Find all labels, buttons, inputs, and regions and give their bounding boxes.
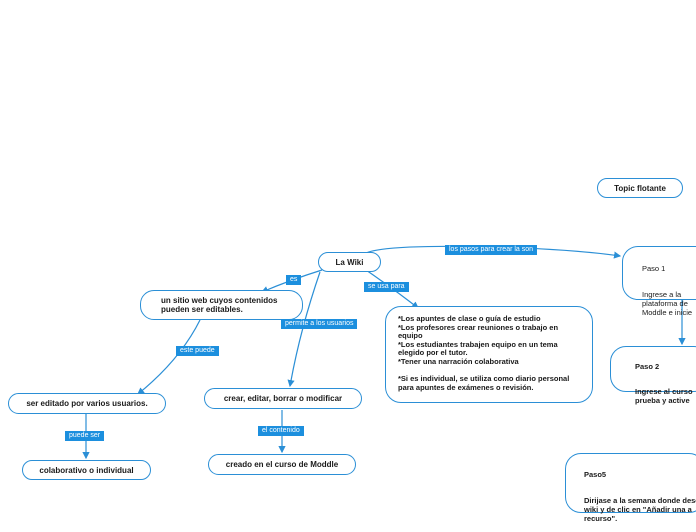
topic-usos[interactable]: *Los apuntes de clase o guía de estudio … xyxy=(385,306,593,403)
edge-label-es: es xyxy=(286,275,302,285)
topic-paso-5-body: Dirijase a la semana donde desea wiki y … xyxy=(584,496,696,523)
topic-paso-5[interactable]: Paso5 Dirijase a la semana donde desea w… xyxy=(565,453,696,523)
edge-label-este-puede: este puede xyxy=(176,346,219,356)
topic-sitio-web[interactable]: un sitio web cuyos contenidos pueden ser… xyxy=(140,290,303,320)
topic-paso-1[interactable]: Paso 1 Ingrese a la plataforma de Moddle… xyxy=(622,246,696,317)
topic-crear-editar[interactable]: crear, editar, borrar o modificar xyxy=(204,388,362,409)
edge-wiki-crear xyxy=(287,271,321,388)
topic-paso-1-title: Paso 1 xyxy=(642,264,666,273)
topic-crear-editar-label: crear, editar, borrar o modificar xyxy=(223,394,343,403)
edge-label-permite: permite a los usuarios xyxy=(281,319,358,329)
topic-colaborativo-label: colaborativo o individual xyxy=(39,465,134,475)
topic-usos-label: *Los apuntes de clase o guía de estudio … xyxy=(398,314,570,392)
topic-creado-curso-label: creado en el curso de Moddle xyxy=(225,460,339,469)
topic-floating-label: Topic flotante xyxy=(614,183,666,193)
topic-creado-curso[interactable]: creado en el curso de Moddle xyxy=(208,454,356,475)
edge-label-puede-ser: puede ser xyxy=(65,431,105,441)
topic-paso-1-body: Ingrese a la plataforma de Moddle e inic… xyxy=(642,290,693,317)
edge-label-se-usa: se usa para xyxy=(364,282,409,292)
topic-colaborativo[interactable]: colaborativo o individual xyxy=(22,460,151,480)
topic-paso-2[interactable]: Paso 2 Ingrese al curso prueba y active xyxy=(610,346,696,405)
topic-la-wiki-label: La Wiki xyxy=(335,257,364,267)
topic-paso-5-title: Paso5 xyxy=(584,470,607,479)
topic-ser-editado-label: ser editado por varios usuarios. xyxy=(26,399,148,408)
topic-la-wiki[interactable]: La Wiki xyxy=(318,252,381,272)
topic-paso-2-title: Paso 2 xyxy=(635,362,660,371)
topic-ser-editado[interactable]: ser editado por varios usuarios. xyxy=(8,393,166,414)
topic-floating[interactable]: Topic flotante xyxy=(597,178,683,198)
edge-sitio-editado xyxy=(137,319,201,395)
topic-paso-2-body: Ingrese al curso prueba y active xyxy=(635,387,693,405)
topic-sitio-web-label: un sitio web cuyos contenidos pueden ser… xyxy=(161,296,278,314)
edge-label-pasos: los pasos para crear la son xyxy=(445,245,538,255)
edge-label-el-contenido: el contenido xyxy=(258,426,304,436)
